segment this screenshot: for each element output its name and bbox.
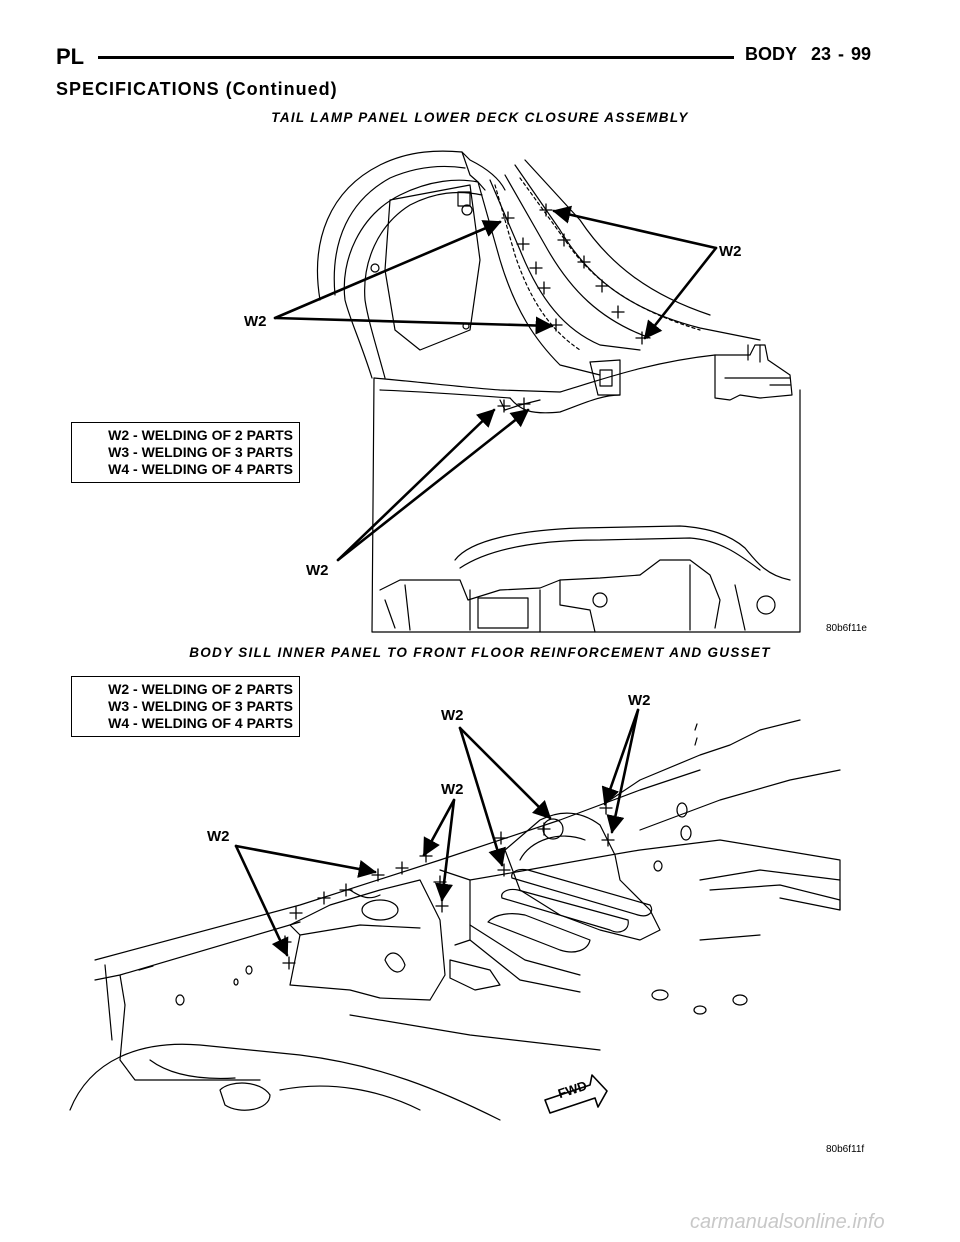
- weld-label-w2-tunnel: W2: [628, 692, 651, 709]
- legend-item-w2: W2 - WELDING OF 2 PARTS: [108, 681, 293, 697]
- figure-1-code: 80b6f11e: [826, 623, 867, 634]
- weld-label-w2-right: W2: [719, 243, 742, 260]
- header-section: BODY: [745, 44, 798, 64]
- legend-item-w3: W3 - WELDING OF 3 PARTS: [108, 444, 293, 460]
- legend-item-w3: W3 - WELDING OF 3 PARTS: [108, 698, 293, 714]
- legend-item-w2: W2 - WELDING OF 2 PARTS: [108, 427, 293, 443]
- header-section-page: BODY 23 - 99: [745, 44, 871, 65]
- figure-2-legend: W2 - WELDING OF 2 PARTS W3 - WELDING OF …: [71, 676, 300, 737]
- legend-item-w4: W4 - WELDING OF 4 PARTS: [108, 461, 293, 477]
- header-page-number: 23 - 99: [811, 44, 872, 64]
- figure-1-caption: TAIL LAMP PANEL LOWER DECK CLOSURE ASSEM…: [271, 110, 689, 125]
- weld-label-w2-lower: W2: [306, 562, 329, 579]
- figure-1-drawing: [273, 150, 801, 633]
- figure-2-caption: BODY SILL INNER PANEL TO FRONT FLOOR REI…: [189, 645, 771, 660]
- legend-item-w4: W4 - WELDING OF 4 PARTS: [108, 715, 293, 731]
- figure-2-code: 80b6f11f: [826, 1144, 865, 1155]
- figure-1-legend: W2 - WELDING OF 2 PARTS W3 - WELDING OF …: [71, 422, 300, 483]
- weld-label-w2-gusset: W2: [441, 707, 464, 724]
- weld-label-w2-sill: W2: [207, 828, 230, 845]
- footer-watermark[interactable]: carmanualsonline.info: [690, 1211, 885, 1233]
- weld-label-w2-reinforcement: W2: [441, 781, 464, 798]
- weld-label-w2-left: W2: [244, 313, 267, 330]
- header-model: PL: [56, 44, 85, 69]
- figure-2-drawing: [69, 708, 841, 1121]
- section-title: SPECIFICATIONS (Continued): [56, 79, 338, 99]
- header-rule: [98, 56, 734, 59]
